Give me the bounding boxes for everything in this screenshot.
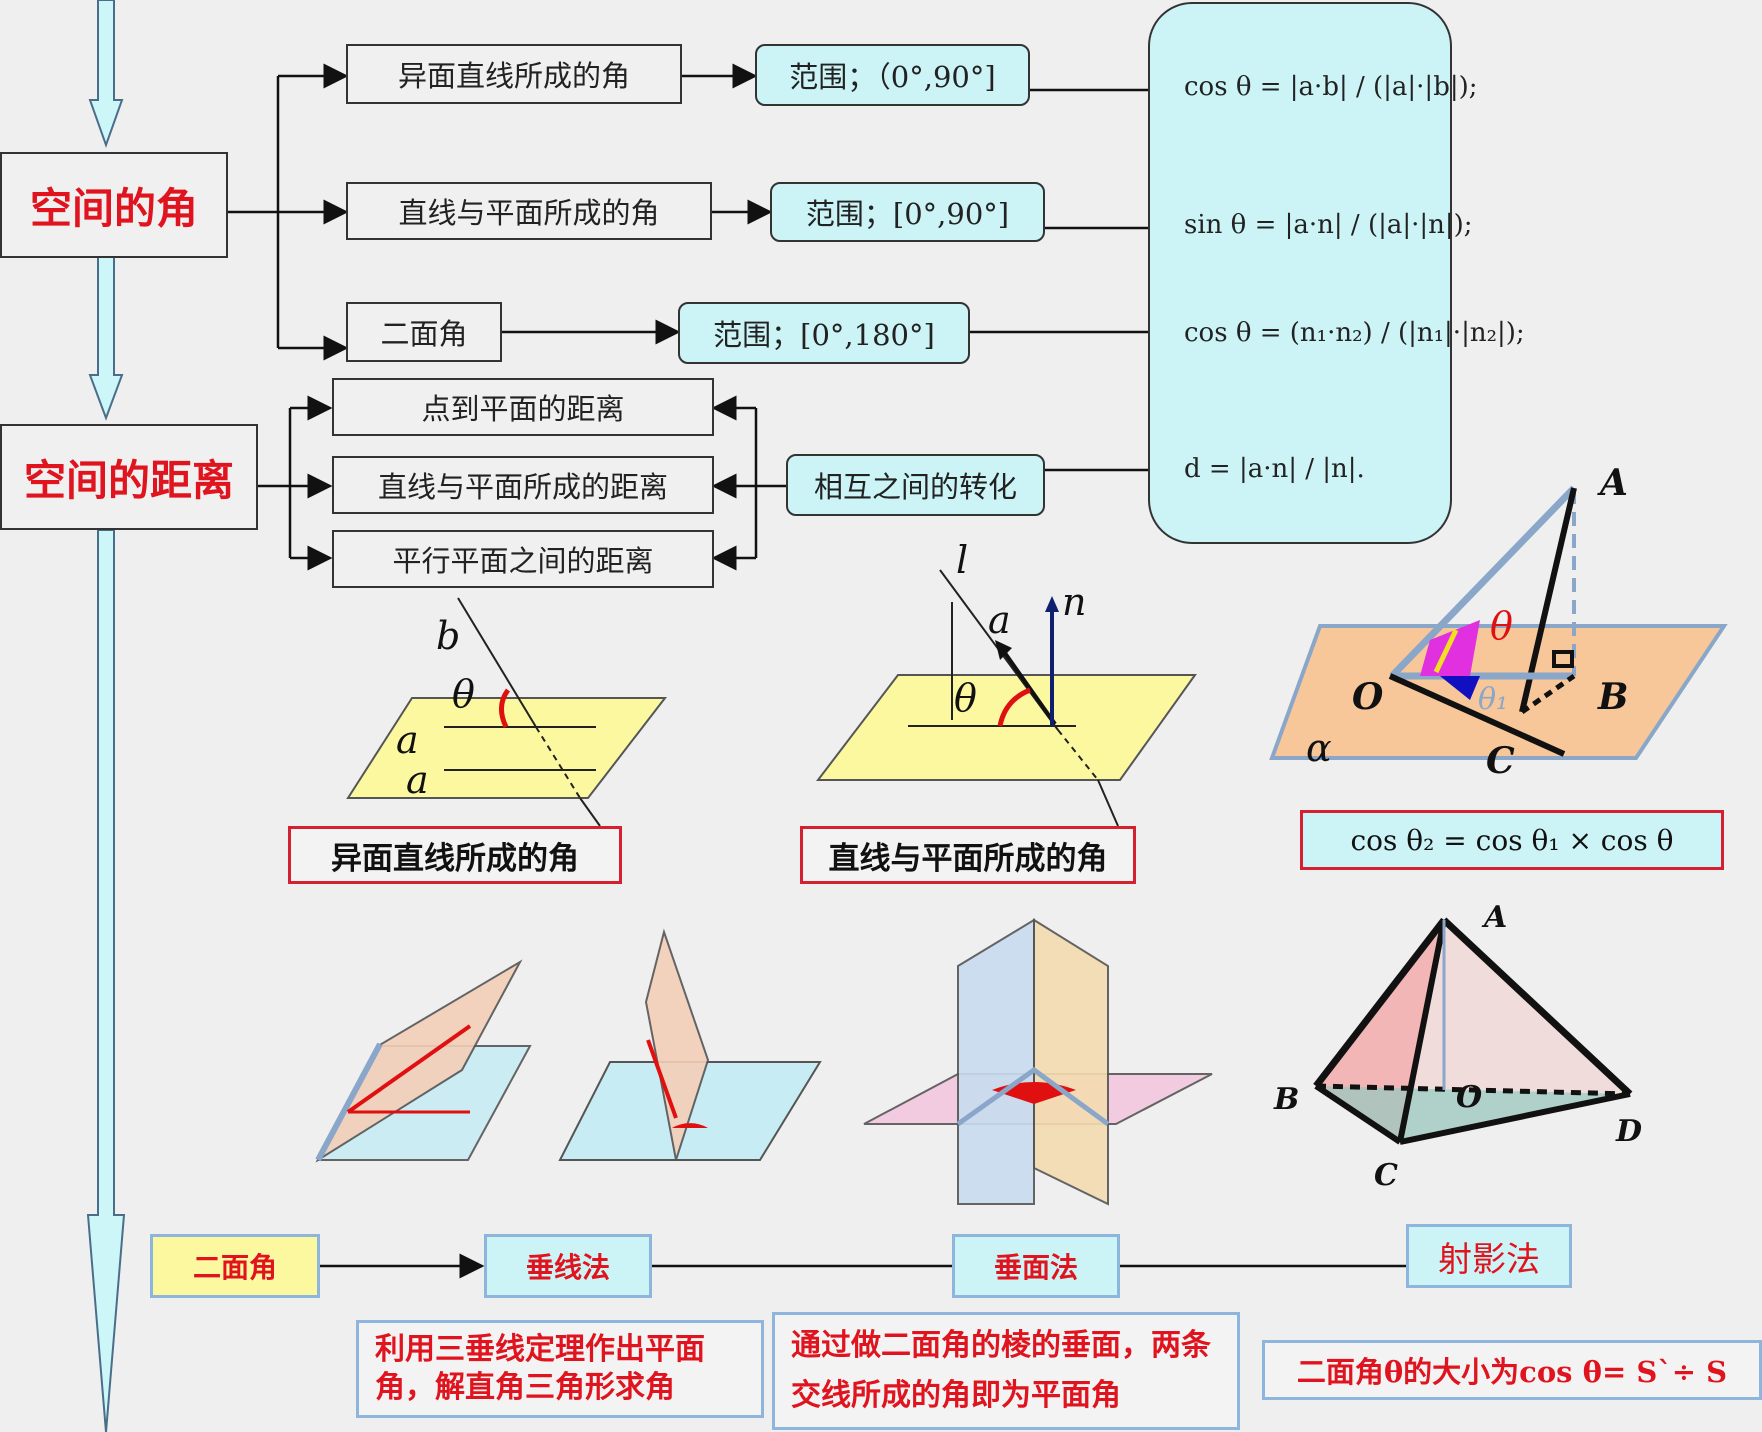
angle-type-dihedral: 二面角	[346, 302, 502, 362]
figure-line-plane	[815, 569, 1197, 827]
formula-panel	[1148, 2, 1452, 544]
method-perp-line-label: 垂线法	[525, 1251, 610, 1284]
fig3-label-C: C	[1486, 740, 1515, 782]
caption-line-plane-angle: 直线与平面所成的角	[800, 826, 1136, 884]
pyramid-label-O: O	[1456, 1080, 1483, 1115]
node-spatial-angle-label: 空间的角	[29, 183, 198, 233]
method-projection-label: 射影法	[1438, 1239, 1540, 1280]
fig3-label-O: O	[1352, 676, 1384, 718]
fig1-label-a2: a	[406, 758, 429, 802]
fig3-label-B: B	[1598, 676, 1629, 718]
range-line-plane: 范围；[0°,90°]	[770, 182, 1045, 242]
range-line-plane-label: 范围；[0°,90°]	[805, 197, 1010, 231]
perp-line-description: 利用三垂线定理作出平面角，解直角三角形求角	[356, 1320, 764, 1418]
pyramid-label-A: A	[1484, 900, 1508, 935]
distance-type-line-plane-label: 直线与平面所成的距离	[377, 470, 668, 504]
angle-type-skew-label: 异面直线所成的角	[397, 59, 630, 93]
pyramid-label-C: C	[1374, 1158, 1398, 1193]
distance-type-line-plane: 直线与平面所成的距离	[332, 456, 714, 514]
angle-type-skew: 异面直线所成的角	[346, 44, 682, 104]
fig3-label-alpha: α	[1306, 726, 1332, 770]
range-skew: 范围；（0°,90°]	[755, 44, 1030, 106]
figure-skew-lines	[346, 597, 668, 827]
fig3-label-theta: θ	[1490, 604, 1513, 648]
node-spatial-distance: 空间的距离	[0, 424, 258, 530]
fig3-label-A: A	[1600, 462, 1628, 504]
flow-arrow-top	[88, 0, 124, 148]
caption-skew-angle: 异面直线所成的角	[288, 826, 622, 884]
perp-plane-description: 通过做二面角的棱的垂面，两条交线所成的角即为平面角	[772, 1312, 1240, 1430]
fig3-label-theta1: θ₁	[1478, 682, 1509, 717]
projection-description: 二面角θ的大小为cos θ= S`÷ S	[1262, 1340, 1762, 1400]
perp-plane-description-text: 通过做二面角的棱的垂面，两条交线所成的角即为平面角	[791, 1328, 1211, 1413]
distance-type-parallel-planes: 平行平面之间的距离	[332, 530, 714, 588]
method-perp-plane-label: 垂面法	[993, 1251, 1078, 1284]
figure-dihedral-1	[315, 959, 532, 1163]
flow-arrow-long	[86, 529, 126, 1432]
formula-distance: d = |a·n| / |n|.	[1184, 454, 1365, 484]
method-perp-line: 垂线法	[484, 1234, 652, 1298]
three-cosines-formula-label: cos θ₂ = cos θ₁ × cos θ	[1350, 823, 1674, 857]
range-dihedral: 范围；[0°,180°]	[678, 302, 970, 364]
conversion-node: 相互之间的转化	[786, 454, 1045, 516]
flow-arrow-middle	[88, 256, 124, 421]
conversion-node-label: 相互之间的转化	[813, 470, 1017, 504]
angle-type-line-plane: 直线与平面所成的角	[346, 182, 712, 240]
caption-skew-angle-label: 异面直线所成的角	[331, 840, 579, 877]
method-root-dihedral-label: 二面角	[192, 1251, 277, 1284]
angle-type-dihedral-label: 二面角	[380, 317, 468, 351]
formula-sin-line-plane: sin θ = |a·n| / (|a|·|n|);	[1184, 210, 1473, 240]
node-spatial-angle: 空间的角	[0, 152, 228, 258]
distance-type-point-plane: 点到平面的距离	[332, 378, 714, 436]
figure-pyramid	[1313, 917, 1633, 1145]
figure-perp-plane	[863, 918, 1213, 1206]
caption-line-plane-angle-label: 直线与平面所成的角	[828, 840, 1108, 877]
figure-three-cosines	[1269, 485, 1728, 760]
figure-dihedral-2	[558, 928, 822, 1161]
range-dihedral-label: 范围；[0°,180°]	[713, 318, 935, 352]
fig1-label-b: b	[436, 614, 461, 658]
pyramid-label-D: D	[1616, 1114, 1643, 1149]
fig2-label-a: a	[988, 598, 1011, 642]
range-skew-label: 范围；（0°,90°]	[789, 60, 996, 94]
distance-type-parallel-planes-label: 平行平面之间的距离	[392, 544, 654, 578]
fig1-label-a1: a	[396, 718, 419, 762]
distance-type-point-plane-label: 点到平面的距离	[421, 392, 625, 426]
projection-description-text: 二面角θ的大小为cos θ= S`÷ S	[1296, 1355, 1728, 1389]
three-cosines-formula: cos θ₂ = cos θ₁ × cos θ	[1300, 810, 1724, 870]
node-spatial-distance-label: 空间的距离	[23, 455, 234, 505]
method-projection: 射影法	[1406, 1224, 1572, 1288]
fig2-label-n: n	[1062, 580, 1087, 624]
formula-cos-skew: cos θ = |a·b| / (|a|·|b|);	[1184, 72, 1478, 102]
formula-cos-dihedral: cos θ = (n₁·n₂) / (|n₁|·|n₂|);	[1184, 318, 1525, 348]
perp-line-description-text: 利用三垂线定理作出平面角，解直角三角形求角	[375, 1332, 705, 1405]
angle-type-line-plane-label: 直线与平面所成的角	[398, 196, 660, 230]
fig1-label-theta: θ	[452, 672, 475, 716]
pyramid-label-B: B	[1274, 1082, 1300, 1117]
fig2-label-theta: θ	[954, 676, 977, 720]
method-perp-plane: 垂面法	[952, 1234, 1120, 1298]
method-root-dihedral: 二面角	[150, 1234, 320, 1298]
fig2-label-l: l	[956, 538, 969, 582]
